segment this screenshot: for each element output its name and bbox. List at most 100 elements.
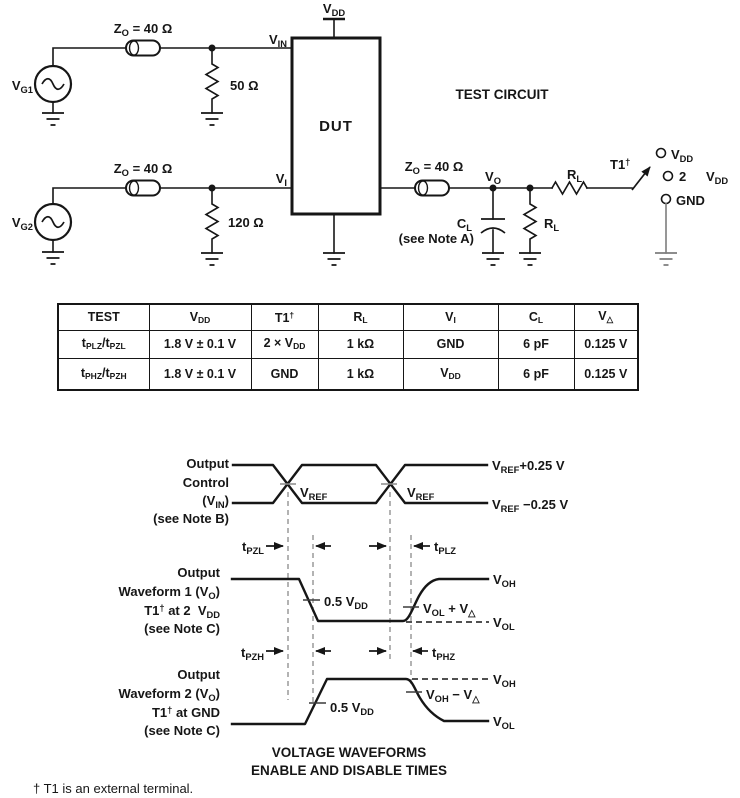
waveform2-caption-line: Output <box>177 667 220 682</box>
waveform1-caption-line: Output <box>177 565 220 580</box>
tphz-label: tPHZ <box>432 645 455 662</box>
half-vdd-label-2: 0.5 VDD <box>330 700 374 717</box>
zo2-label: ZO = 40 Ω <box>114 161 173 178</box>
vol-level-label: VOL <box>493 615 515 632</box>
col-header-vdelta: V△ <box>573 303 639 331</box>
vref-minus-level-label: VREF −0.25 V <box>492 497 568 514</box>
coax-line-icon <box>414 179 450 197</box>
voh-level-label: VOH <box>493 672 516 689</box>
wire-vg2-to-dut <box>52 187 293 205</box>
vg2-sine-icon <box>41 215 65 229</box>
cell-t1: GND <box>250 357 319 391</box>
dut-box <box>290 36 382 216</box>
cell-rl: 1 kΩ <box>317 329 404 359</box>
rl-shunt-label: RL <box>544 216 559 233</box>
waveform2-caption-line: T1† at GND <box>152 705 220 720</box>
waveform2-caption-line: (see Note C) <box>144 723 220 738</box>
cl-note-label: (see Note A) <box>399 231 474 246</box>
waveform1-trace <box>230 577 490 623</box>
t1-switch-label: T1† <box>610 157 630 172</box>
ground-icon <box>655 252 677 266</box>
coax-end-icon <box>417 180 429 196</box>
tpzh-label: tPZH <box>241 645 264 662</box>
coax-line-icon <box>125 39 161 57</box>
control-caption-line: (VIN) <box>202 493 229 510</box>
coax-end-icon <box>128 40 140 56</box>
waveform1-caption-line: T1† at 2 VDD <box>144 603 220 620</box>
switch-contact-vdd <box>655 147 667 159</box>
cell-test: tPLZ/tPZL <box>57 329 150 359</box>
vdd-rail-label: VDD <box>323 1 345 18</box>
waveforms-title-line1: VOLTAGE WAVEFORMS <box>272 745 427 760</box>
cell-t1: 2 × VDD <box>250 329 319 359</box>
resistor-50-label: 50 Ω <box>230 78 259 93</box>
cell-vi: GND <box>402 329 499 359</box>
resistor-120-symbol <box>204 190 220 254</box>
vg2-label: VG2 <box>12 215 33 232</box>
vg1-label: VG1 <box>12 78 33 95</box>
vg1-sine-icon <box>41 77 65 91</box>
circuit-title: TEST CIRCUIT <box>456 87 550 102</box>
resistor-120-label: 120 Ω <box>228 215 264 230</box>
vin-node-label: VIN <box>269 32 287 49</box>
control-caption-line: (see Note B) <box>153 511 229 526</box>
vref-plus-level-label: VREF+0.25 V <box>492 458 565 475</box>
ground-icon <box>201 112 223 126</box>
switch-contact-gnd <box>660 193 672 205</box>
coax-end-icon <box>128 180 140 196</box>
cap-curved-plate-icon <box>480 227 506 234</box>
vo-node-label: VO <box>485 169 501 186</box>
col-header-cl: CL <box>497 303 575 331</box>
zo3-label: ZO = 40 Ω <box>405 159 464 176</box>
dut-label: DUT <box>319 118 353 135</box>
col-header-vi: VI <box>402 303 499 331</box>
footnote-t1: † T1 is an external terminal. <box>33 781 193 796</box>
vref-label-2: VREF <box>407 485 435 502</box>
cell-cl: 6 pF <box>497 357 575 391</box>
rl-series-label: RL <box>567 167 582 184</box>
resistor-50-symbol <box>204 50 220 114</box>
cell-vdelta: 0.125 V <box>573 357 639 391</box>
vol-plus-vdelta-label: VOL + V△ <box>423 601 476 618</box>
half-vdd-label-1: 0.5 VDD <box>324 594 368 611</box>
table-header-row: TEST VDD T1† RL VI CL V△ <box>57 303 639 331</box>
ground-icon <box>323 252 345 266</box>
vol-level-label: VOL <box>493 714 515 731</box>
control-trace-a <box>231 463 489 505</box>
cell-rl: 1 kΩ <box>317 357 404 391</box>
table-row: tPLZ/tPZL 1.8 V ± 0.1 V 2 × VDD 1 kΩ GND… <box>57 329 639 359</box>
voltage-waveforms: VREF VREF VREF+0.25 V VREF −0.25 V Outpu… <box>119 456 569 778</box>
ground-icon <box>482 252 504 266</box>
waveform1-caption-line: (see Note C) <box>144 621 220 636</box>
node-dot <box>208 184 216 192</box>
control-caption-line: Control <box>183 475 229 490</box>
cell-vdelta: 0.125 V <box>573 329 639 359</box>
waveform1-caption-line: Waveform 1 (VO) <box>119 584 220 601</box>
node-dot <box>208 44 216 52</box>
switch-pos-vdd-label: VDD <box>671 147 693 164</box>
cell-cl: 6 pF <box>497 329 575 359</box>
t1-switch-arrow <box>631 166 651 191</box>
col-header-t1: T1† <box>250 303 319 331</box>
control-trace-b <box>231 463 489 505</box>
waveforms-title-line2: ENABLE AND DISABLE TIMES <box>251 763 447 778</box>
ground-icon <box>42 112 64 126</box>
switch-pos-gnd-label: GND <box>676 193 705 208</box>
wire-vg1-to-dut <box>52 47 293 67</box>
col-header-test: TEST <box>57 303 150 331</box>
tpzl-label: tPZL <box>242 539 264 556</box>
switch-pos-2vdd-label: VDD <box>706 169 728 186</box>
waveform2-caption-line: Waveform 2 (VO) <box>119 686 220 703</box>
test-conditions-table: TEST VDD T1† RL VI CL V△ tPLZ/tPZL 1.8 V… <box>57 303 639 391</box>
ground-icon <box>42 251 64 265</box>
switch-contact-2vdd <box>662 170 674 182</box>
cell-vdd: 1.8 V ± 0.1 V <box>148 329 252 359</box>
vref-label-1: VREF <box>300 485 328 502</box>
voh-level-label: VOH <box>493 572 516 589</box>
rl-shunt-symbol <box>522 187 538 254</box>
control-caption-line: Output <box>186 456 229 471</box>
zo1-label: ZO = 40 Ω <box>114 21 173 38</box>
cl-label: CL <box>457 216 472 233</box>
